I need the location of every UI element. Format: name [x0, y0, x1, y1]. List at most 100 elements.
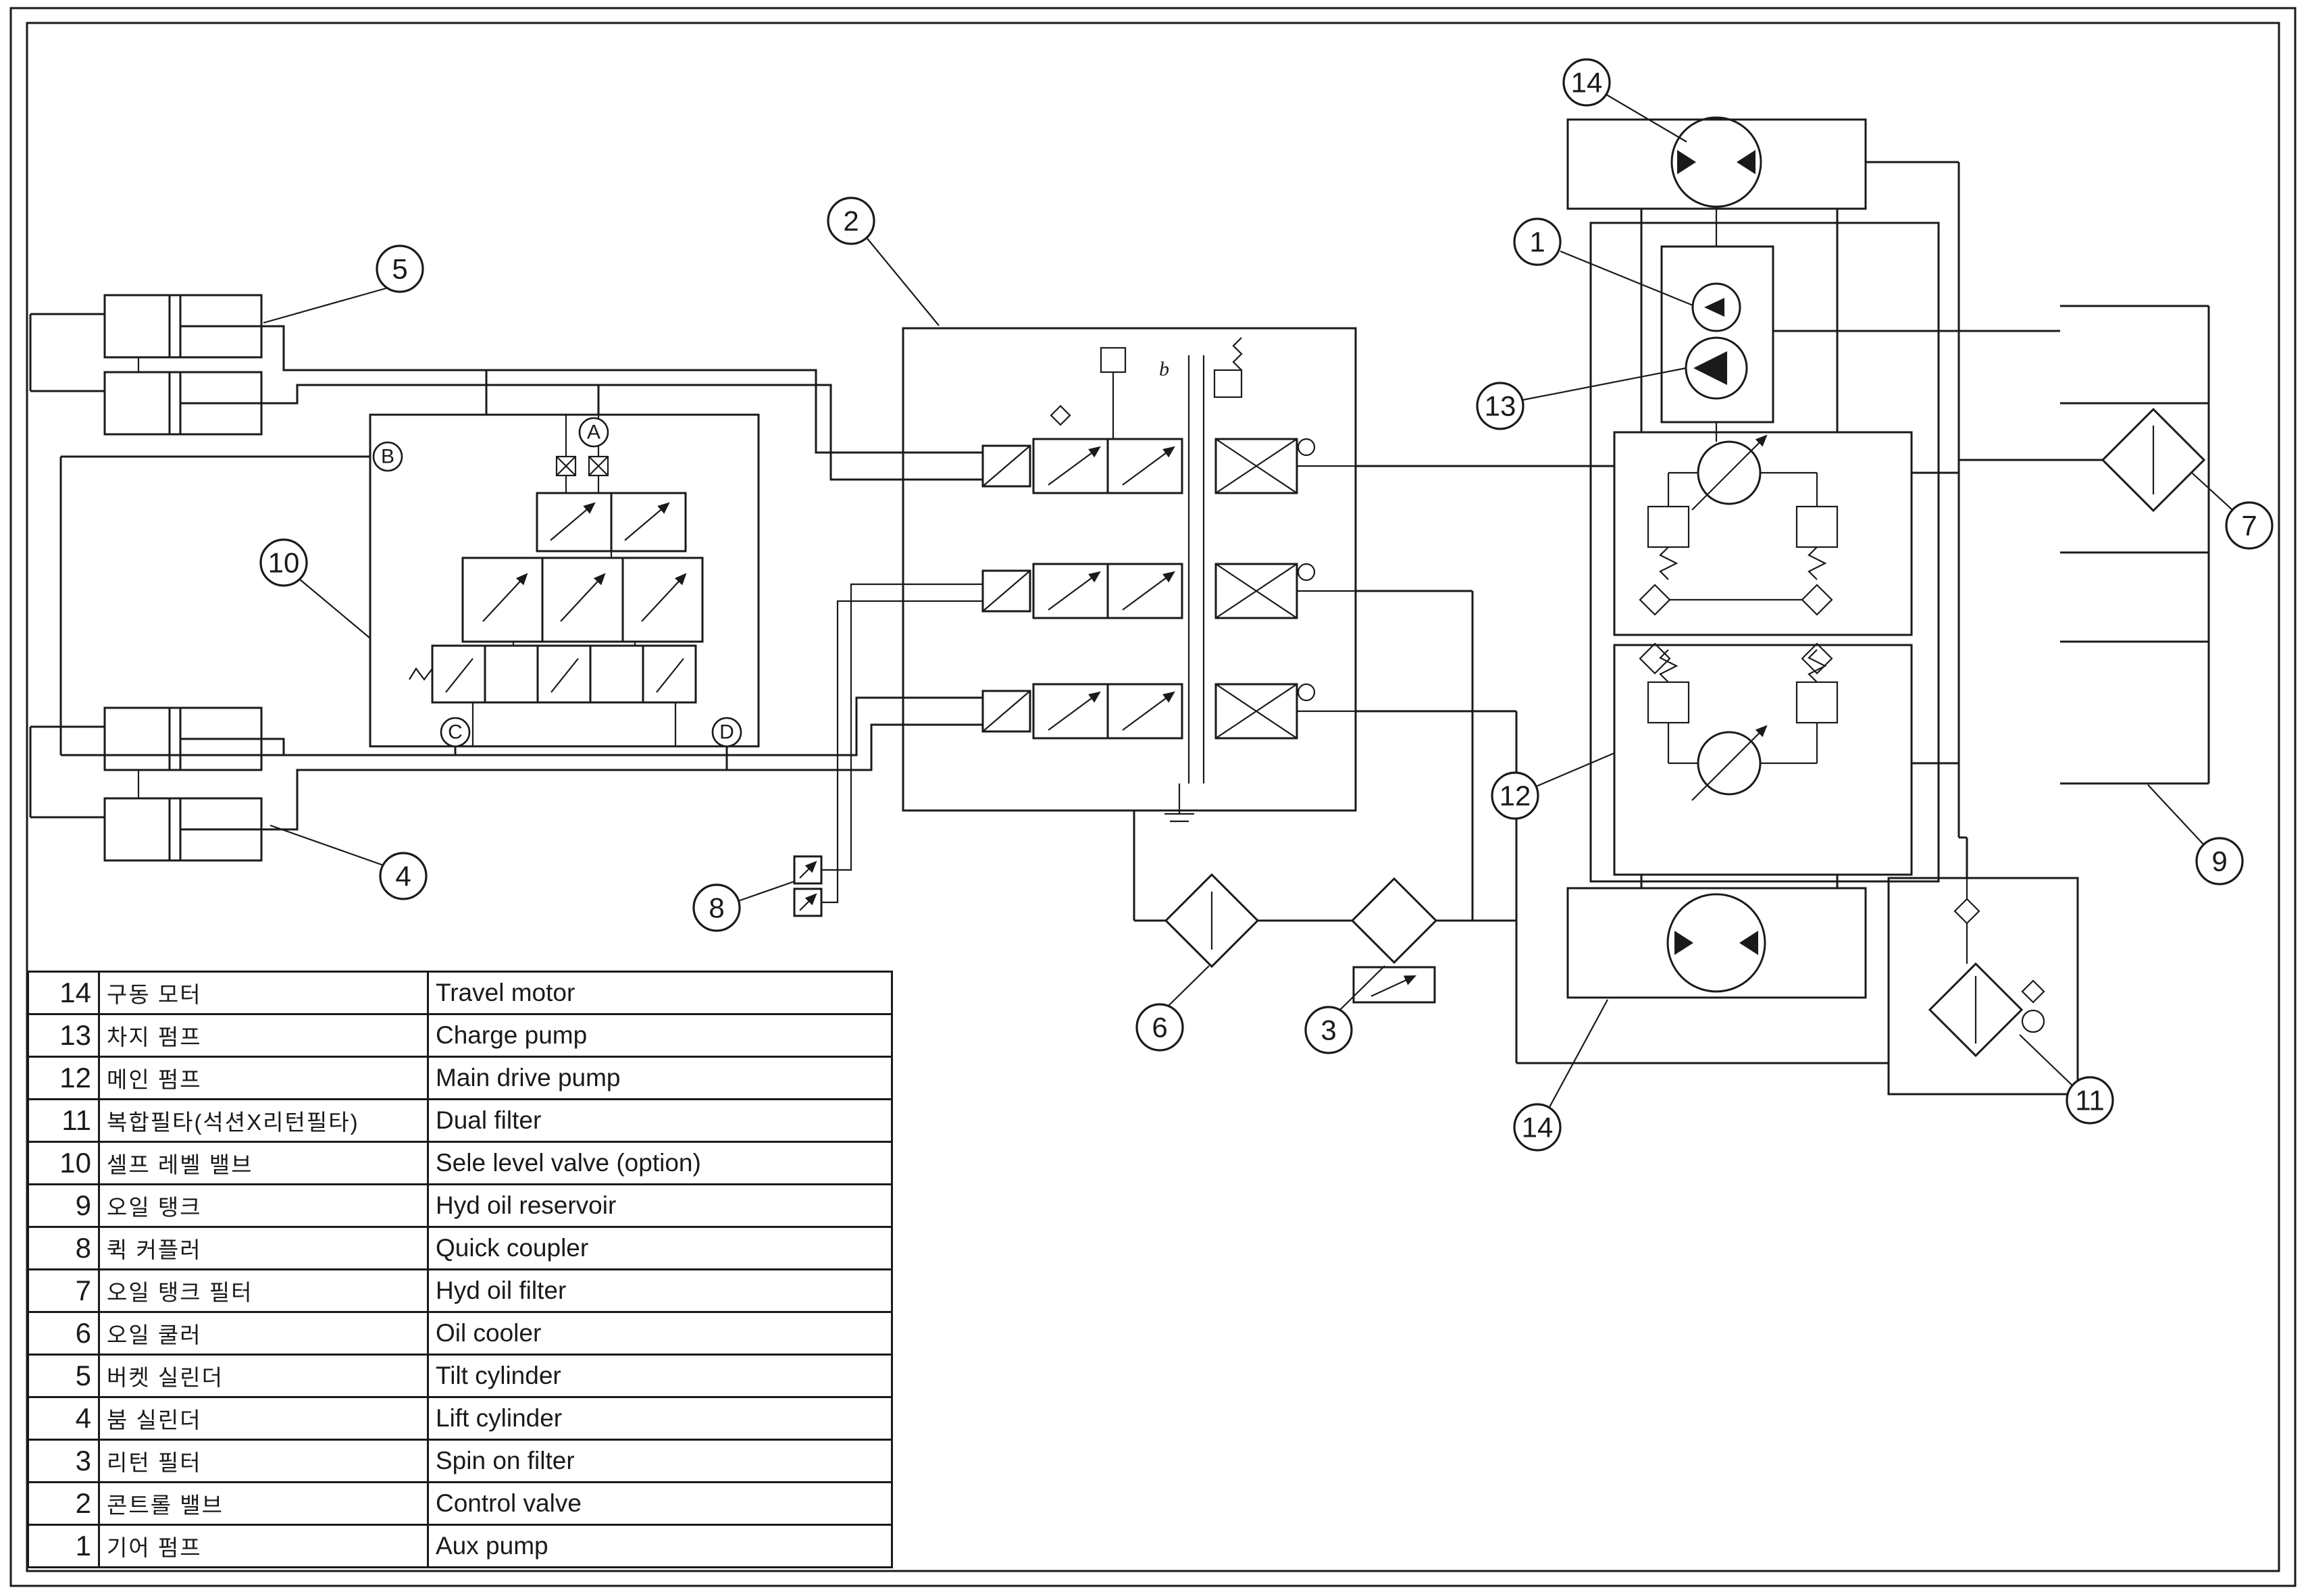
part-name-en: Spin on filter	[427, 1439, 893, 1483]
lift-cylinders	[103, 706, 263, 862]
callout-4: 4	[270, 824, 428, 900]
hyd-oil-reservoir	[2060, 305, 2210, 785]
callout-8: 8	[692, 880, 795, 932]
aux-pump	[1691, 282, 1741, 332]
svg-text:14: 14	[1522, 1112, 1554, 1143]
svg-text:6: 6	[1152, 1012, 1167, 1044]
self-level-valve	[369, 413, 760, 748]
part-name-en: Aux pump	[427, 1524, 893, 1568]
parts-row: 8 퀵 커플러 Quick coupler	[27, 1226, 893, 1270]
part-name-kr: 기어 펌프	[98, 1524, 429, 1568]
spool-section-1	[981, 438, 1355, 494]
part-name-en: Oil cooler	[427, 1311, 893, 1356]
port-letter-C: C	[440, 717, 471, 748]
tilt-cylinders	[103, 294, 263, 436]
callout-9: 9	[2147, 784, 2244, 885]
svg-text:11: 11	[2075, 1085, 2105, 1116]
svg-text:D: D	[719, 721, 734, 744]
svg-text:1: 1	[1529, 226, 1545, 258]
part-name-kr: 차지 펌프	[98, 1013, 429, 1058]
part-name-kr: 콘트롤 밸브	[98, 1481, 429, 1526]
part-name-en: Sele level valve (option)	[427, 1141, 893, 1185]
part-number: 12	[27, 1056, 100, 1100]
parts-row: 9 오일 탱크 Hyd oil reservoir	[27, 1183, 893, 1228]
part-number: 8	[27, 1226, 100, 1270]
piping	[59, 161, 2103, 1064]
parts-row: 11 복합필타(석션X리턴필타) Dual filter	[27, 1098, 893, 1143]
port-letter-B: B	[372, 441, 403, 472]
svg-text:C: C	[448, 721, 463, 744]
callout-3: 3	[1304, 965, 1385, 1054]
part-number: 5	[27, 1354, 100, 1398]
parts-row: 1 기어 펌프 Aux pump	[27, 1524, 893, 1568]
svg-text:3: 3	[1321, 1014, 1336, 1046]
parts-row: 14 구동 모터 Travel motor	[27, 971, 893, 1015]
part-name-kr: 셀프 레벨 밸브	[98, 1141, 429, 1185]
callout-6: 6	[1135, 965, 1210, 1052]
part-number: 13	[27, 1013, 100, 1058]
part-name-en: Travel motor	[427, 971, 893, 1015]
part-name-en: Tilt cylinder	[427, 1354, 893, 1398]
pump-assembly	[1589, 209, 1940, 888]
svg-text:12: 12	[1500, 780, 1531, 812]
part-name-en: Quick coupler	[427, 1226, 893, 1270]
svg-text:A: A	[587, 421, 600, 444]
part-name-kr: 리턴 필터	[98, 1439, 429, 1483]
svg-text:14: 14	[1571, 67, 1603, 99]
part-name-kr: 버켓 실린더	[98, 1354, 429, 1398]
part-number: 1	[27, 1524, 100, 1568]
part-name-en: Dual filter	[427, 1098, 893, 1143]
control-valve: b	[902, 327, 1357, 823]
part-name-kr: 구동 모터	[98, 971, 429, 1015]
svg-text:B: B	[381, 446, 394, 468]
part-number: 2	[27, 1481, 100, 1526]
callout-14-bottom: 14	[1513, 999, 1608, 1152]
travel-motor-bottom	[1566, 887, 1867, 999]
part-number: 11	[27, 1098, 100, 1143]
spool-section-2	[981, 563, 1355, 619]
spool-section-3	[981, 683, 1355, 740]
part-name-en: Main drive pump	[427, 1056, 893, 1100]
spin-on-filter	[1350, 877, 1438, 1004]
hyd-oil-filter	[2101, 407, 2206, 513]
part-name-en: Hyd oil reservoir	[427, 1183, 893, 1228]
part-number: 14	[27, 971, 100, 1015]
dual-filter	[1887, 877, 2079, 1096]
parts-row: 10 셀프 레벨 밸브 Sele level valve (option)	[27, 1141, 893, 1185]
svg-text:7: 7	[2241, 510, 2257, 542]
parts-row: 13 차지 펌프 Charge pump	[27, 1013, 893, 1058]
part-number: 7	[27, 1268, 100, 1313]
callout-14-top: 14	[1562, 58, 1687, 143]
cylinder-port-lines	[29, 313, 105, 819]
svg-text:8: 8	[709, 892, 724, 924]
part-name-en: Lift cylinder	[427, 1396, 893, 1441]
port-letter-A: A	[578, 417, 609, 448]
callout-5: 5	[263, 244, 424, 324]
charge-pump	[1685, 336, 1748, 400]
part-name-en: Control valve	[427, 1481, 893, 1526]
svg-text:4: 4	[395, 860, 411, 892]
part-name-kr: 오일 탱크	[98, 1183, 429, 1228]
part-name-kr: 붐 실린더	[98, 1396, 429, 1441]
part-name-kr: 퀵 커플러	[98, 1226, 429, 1270]
part-name-kr: 오일 탱크 필터	[98, 1268, 429, 1313]
callout-1: 1	[1513, 217, 1693, 307]
parts-row: 7 오일 탱크 필터 Hyd oil filter	[27, 1268, 893, 1313]
svg-text:2: 2	[843, 205, 859, 237]
port-label-b: b	[1159, 358, 1169, 380]
part-number: 9	[27, 1183, 100, 1228]
parts-row: 4 붐 실린더 Lift cylinder	[27, 1396, 893, 1441]
callout-7: 7	[2191, 472, 2274, 550]
part-name-kr: 복합필타(석션X리턴필타)	[98, 1098, 429, 1143]
callout-12: 12	[1491, 752, 1615, 820]
callout-11: 11	[2019, 1034, 2114, 1125]
svg-text:13: 13	[1485, 390, 1516, 422]
callout-13: 13	[1476, 367, 1687, 430]
main-drive-pump-lower	[1613, 642, 1913, 876]
main-drive-pump-upper	[1613, 431, 1913, 636]
parts-row: 5 버켓 실린더 Tilt cylinder	[27, 1354, 893, 1398]
parts-table: 14 구동 모터 Travel motor 13 차지 펌프 Charge pu…	[27, 971, 893, 1568]
parts-row: 12 메인 펌프 Main drive pump	[27, 1056, 893, 1100]
oil-cooler	[1164, 873, 1260, 969]
